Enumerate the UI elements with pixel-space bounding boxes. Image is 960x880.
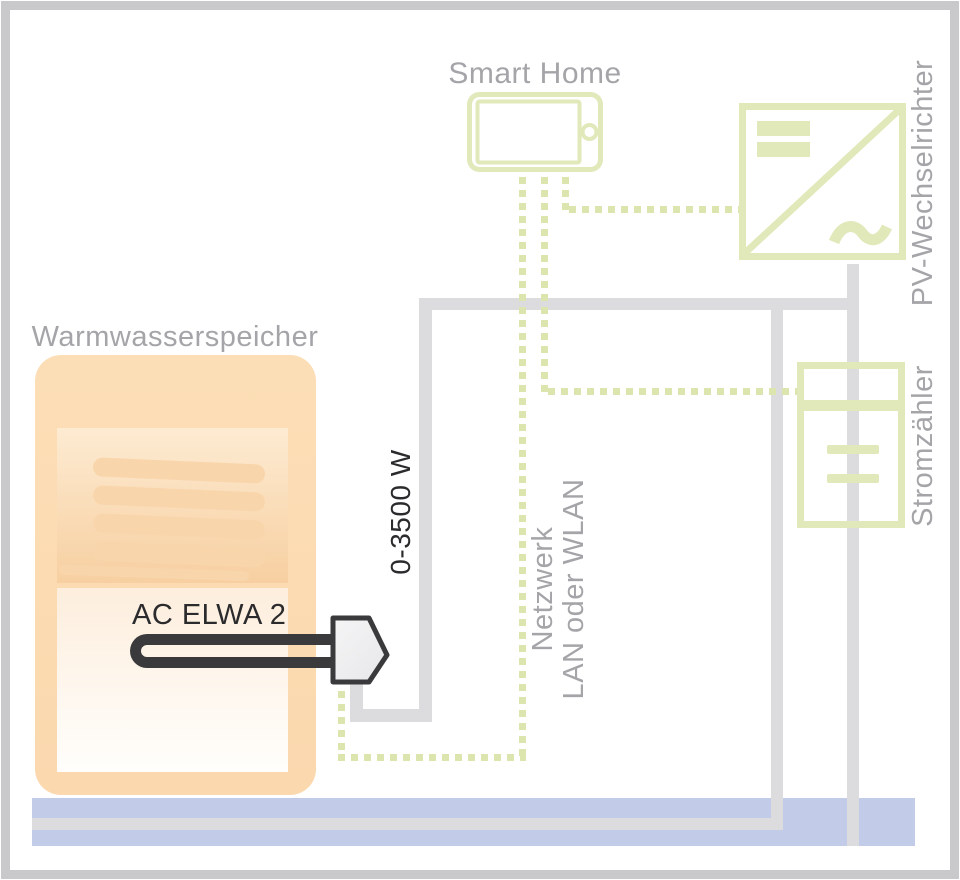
network-line-smarthome-heater-vertical (519, 177, 526, 761)
power-range-label: 0-3500 W (385, 449, 416, 575)
network-line-smarthome-meter-vertical (541, 177, 548, 395)
tank-lower-panel (57, 588, 288, 772)
power-line-pv-down (847, 264, 859, 846)
network-label-line2: LAN oder WLAN (558, 478, 590, 700)
heating-coil-icon (92, 485, 266, 512)
power-meter-icon (797, 362, 905, 528)
network-line-to-inverter-horizontal (569, 206, 740, 213)
network-line-to-meter-horizontal (548, 388, 798, 395)
water-tank (35, 355, 316, 795)
network-label: Netzwerk LAN oder WLAN (527, 459, 592, 719)
power-line-heater-stub (350, 684, 363, 714)
pv-inverter-label: PV-Wechselrichter (907, 59, 939, 307)
heating-coil-icon (92, 513, 266, 540)
power-meter-label: Stromzähler (907, 365, 939, 527)
heating-coil-icon (92, 457, 266, 484)
network-label-line1: Netzwerk (527, 526, 559, 652)
water-tank-label: Warmwasserspeicher (31, 321, 319, 353)
network-line-smarthome-inverter-vertical (562, 177, 569, 213)
immersion-heater-body (330, 615, 390, 685)
smart-home-tablet-icon (467, 92, 603, 172)
power-line-branch-vertical (771, 304, 783, 830)
smart-home-label: Smart Home (448, 57, 622, 90)
heating-coil-tail (58, 564, 250, 582)
network-line-heater-stub (338, 691, 345, 754)
power-line-grid-horizontal (32, 818, 783, 830)
immersion-heater-rod (130, 634, 335, 668)
heating-coil-icon (92, 541, 266, 568)
network-line-to-heater-horizontal (338, 754, 526, 761)
heater-label: AC ELWA 2 (132, 599, 287, 631)
power-line-heater-riser (419, 310, 432, 722)
tank-coil-panel (57, 428, 288, 583)
pv-inverter-icon (739, 103, 906, 260)
power-line-heater-elbow (350, 709, 432, 722)
power-line-main-horizontal (419, 298, 859, 310)
